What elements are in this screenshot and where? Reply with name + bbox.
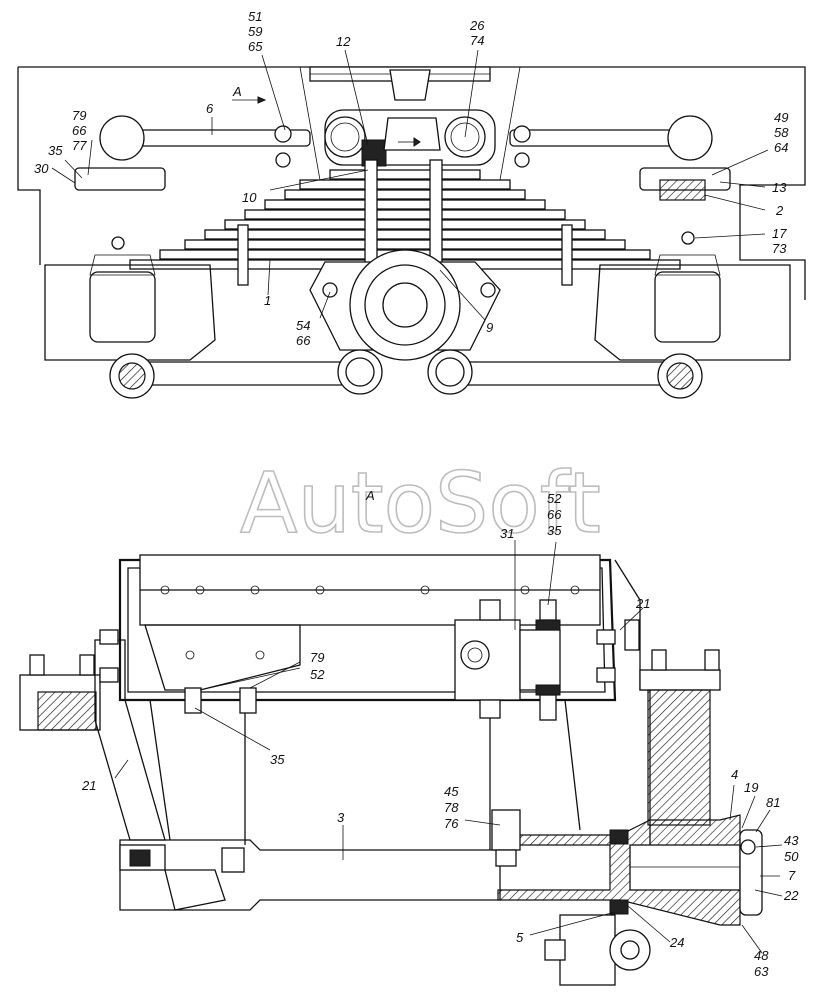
label-81: 81 [766,795,780,810]
label-26: 26 [469,18,485,33]
label-66-mid: 66 [296,333,311,348]
label-52-bottom: 52 [310,667,325,682]
label-19: 19 [744,780,758,795]
label-17: 17 [772,226,787,241]
label-10: 10 [242,190,257,205]
label-35-top: 35 [48,143,63,158]
label-52-right: 52 [547,491,562,506]
callout-labels: 51 59 65 12 26 74 A 6 79 66 77 35 30 49 … [34,9,799,979]
label-79-bottom: 79 [310,650,324,665]
label-59: 59 [248,24,262,39]
label-79: 79 [72,108,86,123]
label-7: 7 [788,868,796,883]
label-30: 30 [34,161,49,176]
label-view-a-bottom: A [365,488,375,503]
label-65: 65 [248,39,263,54]
label-view-a-top: A [232,84,242,99]
label-24: 24 [669,935,684,950]
label-35-right: 35 [547,523,562,538]
label-73: 73 [772,241,787,256]
label-31: 31 [500,526,514,541]
label-21-right: 21 [635,596,650,611]
bottom-view-leaders [114,540,783,954]
label-78: 78 [444,800,459,815]
label-1: 1 [264,293,271,308]
label-4: 4 [731,767,738,782]
label-43: 43 [784,833,799,848]
label-6: 6 [206,101,214,116]
label-48: 48 [754,948,769,963]
label-74: 74 [470,33,484,48]
label-2: 2 [775,203,784,218]
label-66-right: 66 [547,507,562,522]
bottom-view-assembly [19,554,763,986]
label-58: 58 [774,125,789,140]
top-view-suspension [17,66,806,399]
label-50: 50 [784,849,799,864]
label-21-left: 21 [81,778,96,793]
label-66-top: 66 [72,123,87,138]
label-49: 49 [774,110,788,125]
label-35-bottom: 35 [270,752,285,767]
label-77: 77 [72,138,87,153]
label-76: 76 [444,816,459,831]
label-3: 3 [337,810,345,825]
label-5: 5 [516,930,524,945]
label-63: 63 [754,964,769,979]
label-13: 13 [772,180,787,195]
top-view-leaders [51,49,769,321]
label-12: 12 [336,34,351,49]
label-51: 51 [248,9,262,24]
label-64: 64 [774,140,788,155]
label-45: 45 [444,784,459,799]
label-22: 22 [783,888,799,903]
label-54: 54 [296,318,310,333]
watermark-text: AutoSoft [240,454,601,552]
label-9: 9 [486,320,493,335]
